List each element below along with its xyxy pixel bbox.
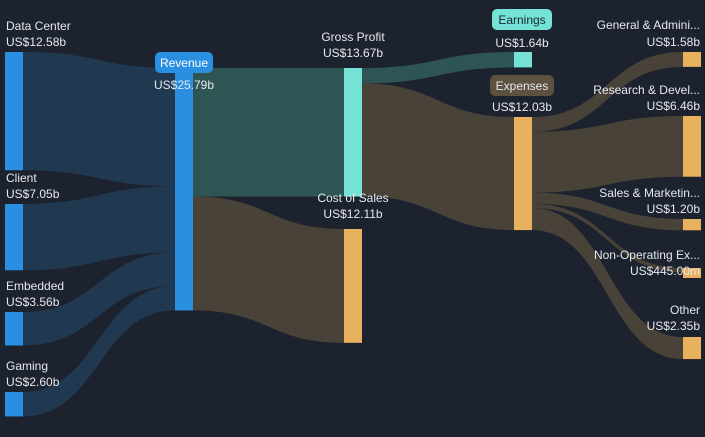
node-value-ga: US$1.58b <box>647 35 701 49</box>
node-bar-rd <box>683 116 701 177</box>
node-name-revenue: Revenue <box>160 56 208 70</box>
sankey-labels: Data CenterUS$12.58bClientUS$7.05bEmbedd… <box>6 9 700 389</box>
node-value-revenue: US$25.79b <box>154 78 214 92</box>
flow-expenses-to-sm <box>532 192 683 231</box>
node-name-sm: Sales & Marketin... <box>599 186 700 200</box>
node-bar-client <box>5 204 23 271</box>
node-value-embedded: US$3.56b <box>6 295 60 309</box>
node-bar-earnings <box>514 52 532 68</box>
node-name-gross_profit: Gross Profit <box>321 30 385 44</box>
sankey-nodes <box>5 52 701 417</box>
node-bar-data_center <box>5 52 23 171</box>
flow-gaming-to-revenue <box>23 285 175 417</box>
flow-embedded-to-revenue <box>23 252 175 346</box>
node-bar-gaming <box>5 392 23 417</box>
flow-expenses-to-ga <box>532 52 683 132</box>
flow-data_center-to-revenue <box>23 52 175 187</box>
node-name-embedded: Embedded <box>6 279 64 293</box>
node-bar-cost_of_sales <box>344 229 362 343</box>
sankey-links <box>23 52 683 417</box>
node-name-client: Client <box>6 171 37 185</box>
node-value-client: US$7.05b <box>6 187 60 201</box>
flow-revenue-to-gross_profit <box>193 68 344 197</box>
flow-client-to-revenue <box>23 186 175 271</box>
node-name-rd: Research & Devel... <box>593 83 700 97</box>
node-bar-ga <box>683 52 701 67</box>
flow-expenses-to-nonop <box>532 203 683 273</box>
node-bar-revenue <box>175 68 193 311</box>
flow-expenses-to-other <box>532 208 683 360</box>
node-value-earnings: US$1.64b <box>495 36 549 50</box>
node-value-rd: US$6.46b <box>647 99 701 113</box>
node-name-nonop: Non-Operating Ex... <box>594 248 700 262</box>
node-name-ga: General & Admini... <box>597 18 700 32</box>
node-value-nonop: US$445.00m <box>630 264 700 278</box>
node-bar-nonop <box>683 268 701 278</box>
node-value-sm: US$1.20b <box>647 202 701 216</box>
node-value-cost_of_sales: US$12.11b <box>323 207 382 221</box>
node-bar-other <box>683 337 701 360</box>
pill-revenue <box>155 52 213 73</box>
node-value-other: US$2.35b <box>647 319 701 333</box>
flow-expenses-to-rd <box>532 116 683 193</box>
node-value-expenses: US$12.03b <box>492 100 552 114</box>
node-name-cost_of_sales: Cost of Sales <box>317 191 388 205</box>
node-bar-embedded <box>5 312 23 346</box>
pill-earnings <box>492 9 552 30</box>
flow-gross_profit-to-earnings <box>362 52 514 84</box>
node-value-data_center: US$12.58b <box>6 35 66 49</box>
node-name-expenses: Expenses <box>496 79 549 93</box>
node-bar-gross_profit <box>344 68 362 197</box>
flow-revenue-to-cost_of_sales <box>193 196 344 343</box>
flow-gross_profit-to-expenses <box>362 83 514 231</box>
node-value-gaming: US$2.60b <box>6 375 60 389</box>
node-name-data_center: Data Center <box>6 19 71 33</box>
node-bar-expenses <box>514 117 532 231</box>
node-bar-sm <box>683 219 701 231</box>
pill-expenses <box>490 75 554 96</box>
node-value-gross_profit: US$13.67b <box>323 46 383 60</box>
node-name-earnings: Earnings <box>498 13 545 27</box>
node-name-gaming: Gaming <box>6 359 48 373</box>
node-name-other: Other <box>670 303 700 317</box>
